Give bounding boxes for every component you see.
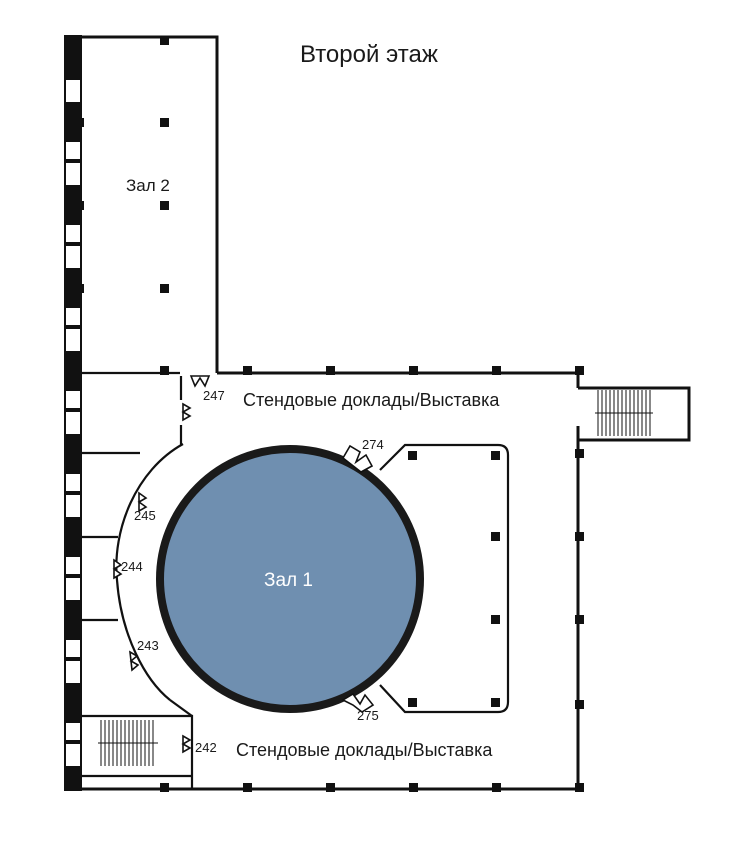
door-247[interactable] bbox=[181, 375, 211, 422]
door-245-label: 245 bbox=[134, 508, 156, 523]
door-275[interactable] bbox=[341, 692, 375, 713]
door-243[interactable] bbox=[129, 650, 140, 672]
hall2-columns bbox=[78, 37, 169, 375]
stage-area bbox=[379, 443, 510, 714]
door-244-label: 244 bbox=[121, 559, 143, 574]
door-242[interactable] bbox=[181, 734, 192, 754]
door-244[interactable] bbox=[112, 558, 123, 580]
door-245[interactable] bbox=[137, 491, 148, 513]
poster-area-top-label: Стендовые доклады/Выставка bbox=[243, 390, 500, 410]
east-staircase bbox=[578, 386, 691, 442]
poster-area-bottom-label: Стендовые доклады/Выставка bbox=[236, 740, 493, 760]
door-275-label: 275 bbox=[357, 708, 379, 723]
door-243-label: 243 bbox=[137, 638, 159, 653]
hall2-walls bbox=[81, 35, 219, 373]
door-247-label: 247 bbox=[203, 388, 225, 403]
southwest-staircase bbox=[81, 720, 192, 778]
perimeter-columns bbox=[160, 366, 584, 792]
door-274[interactable] bbox=[341, 444, 374, 473]
hall1-circle[interactable] bbox=[156, 445, 424, 713]
floor-title: Второй этаж bbox=[300, 41, 438, 68]
door-242-label: 242 bbox=[195, 740, 217, 755]
hall2-label: Зал 2 bbox=[126, 176, 170, 195]
hall1-label: Зал 1 bbox=[264, 570, 313, 591]
west-wall bbox=[64, 35, 82, 791]
west-rooms bbox=[81, 371, 194, 789]
door-274-label: 274 bbox=[362, 437, 384, 452]
